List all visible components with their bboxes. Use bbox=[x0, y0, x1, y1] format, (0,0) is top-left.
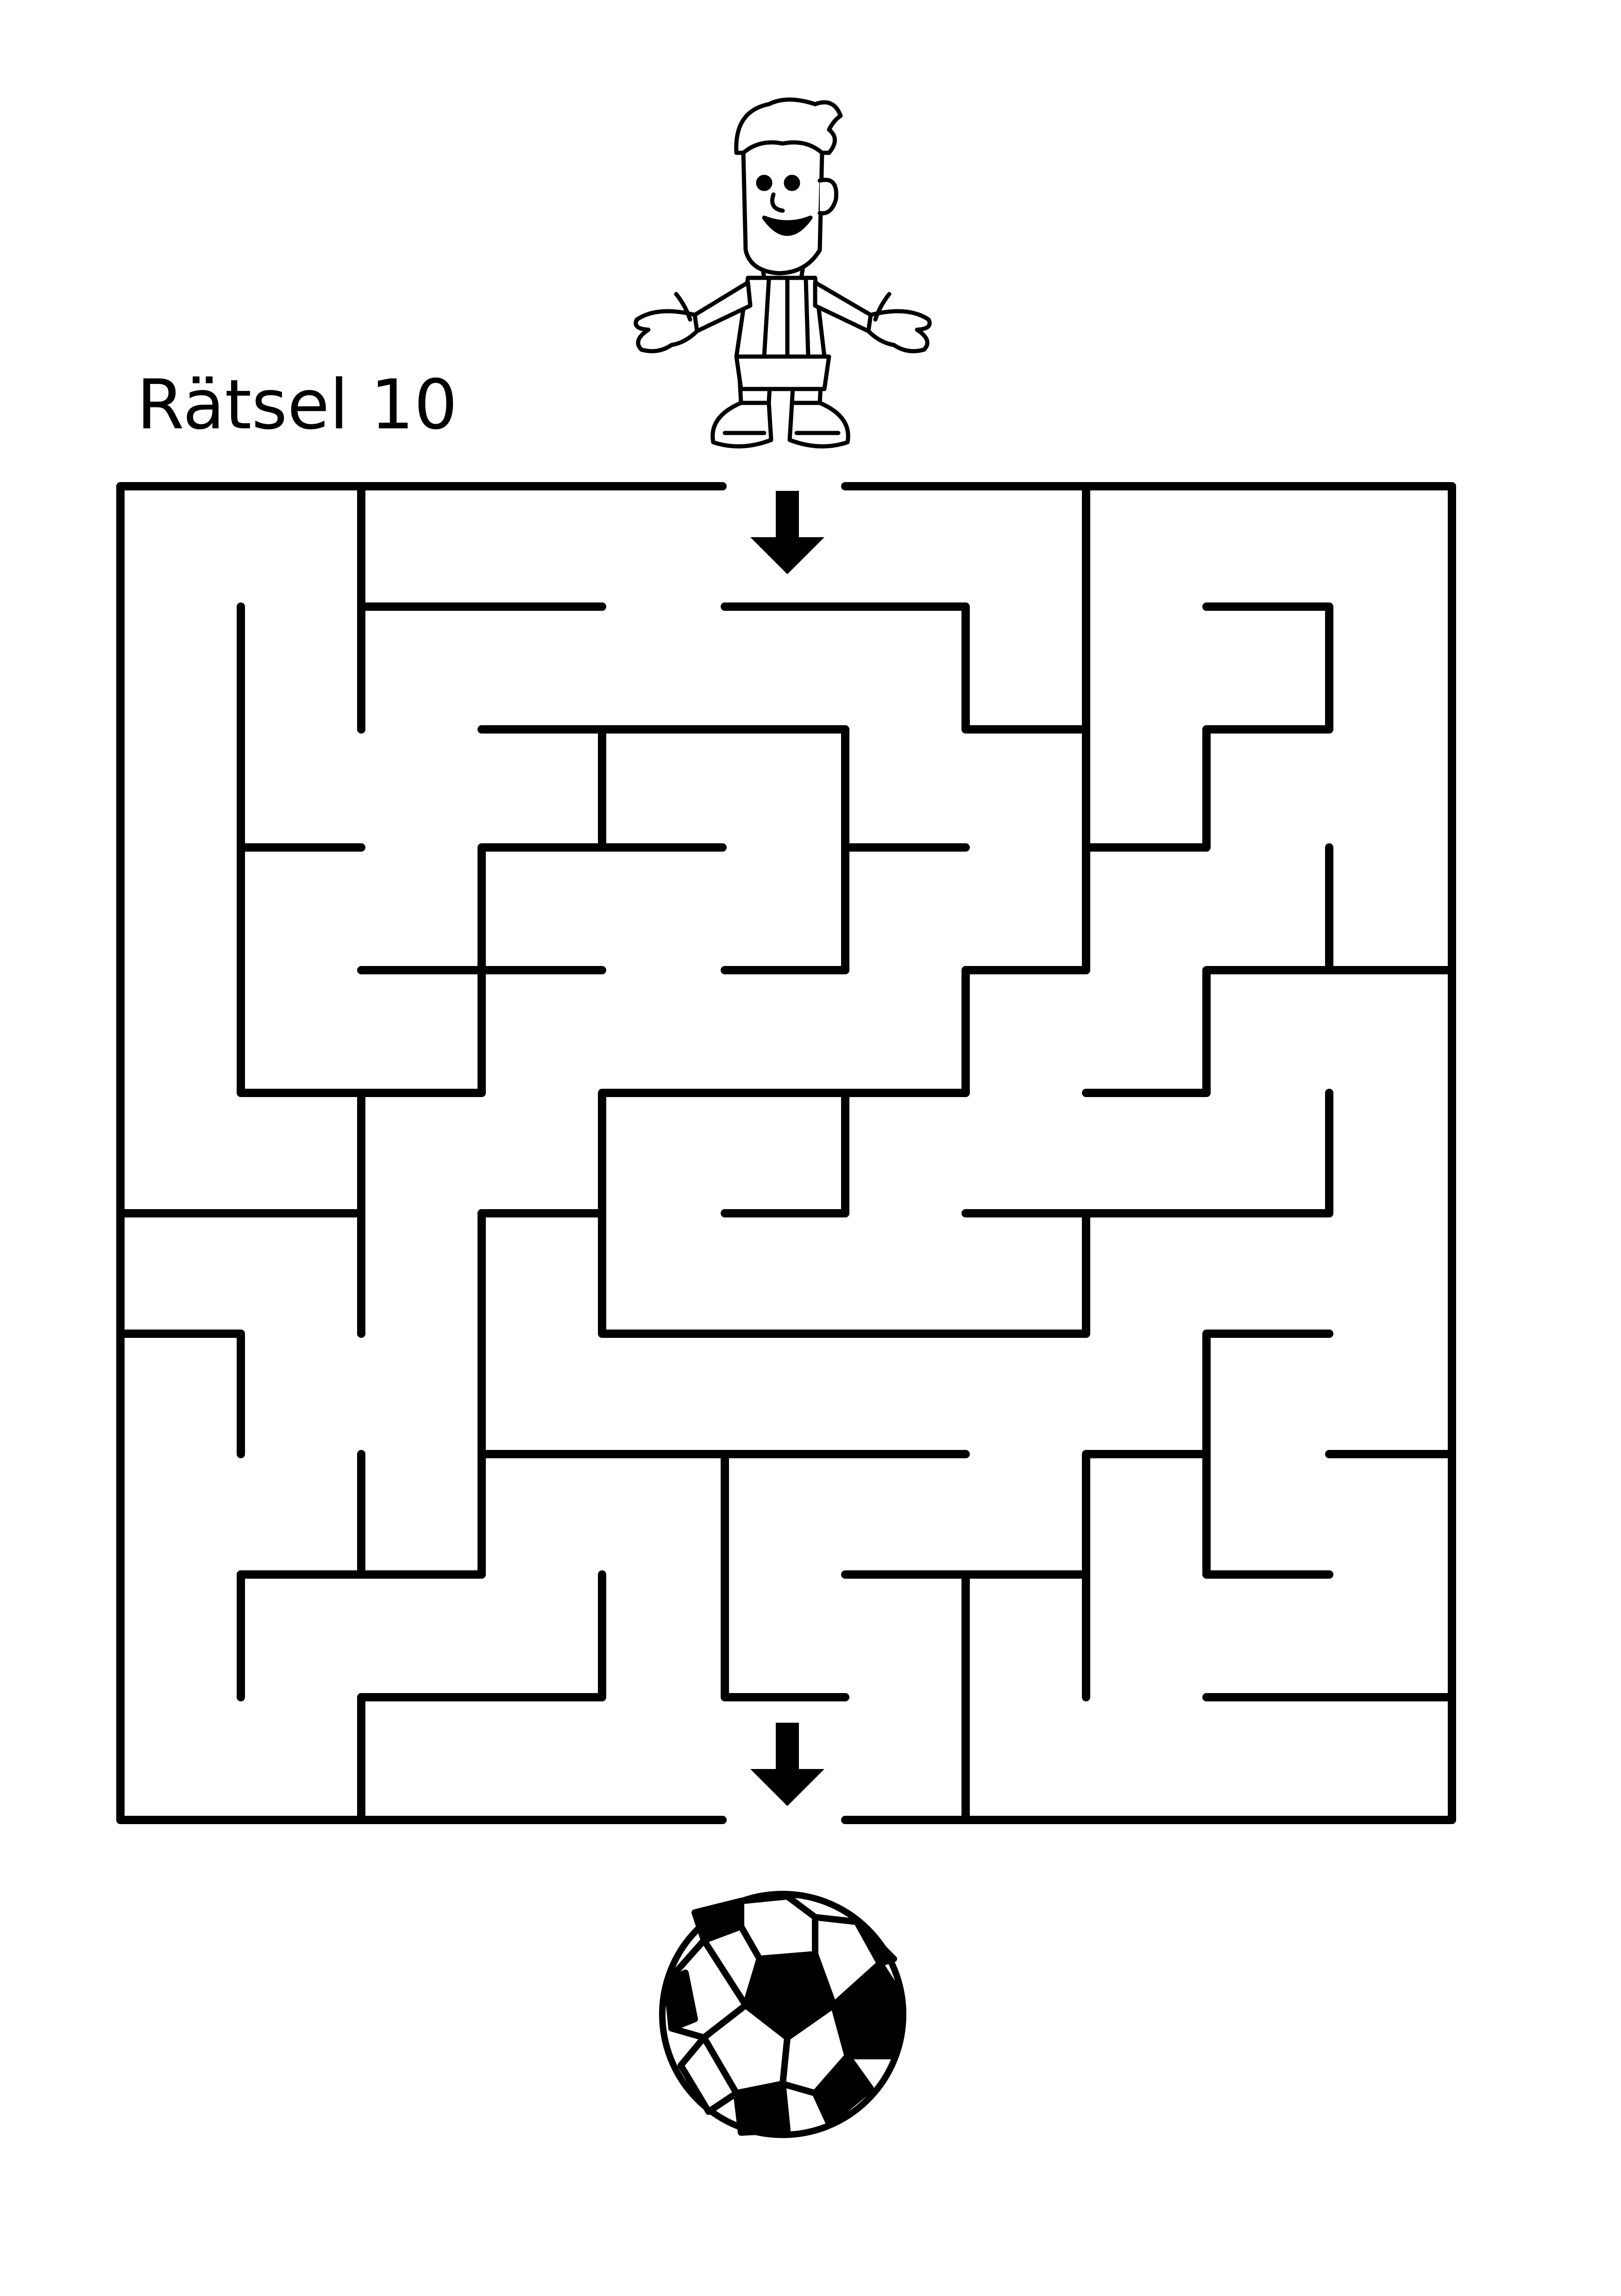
puzzle-title: Rätsel 10 bbox=[137, 365, 458, 445]
soccer-player-icon bbox=[634, 97, 932, 449]
arrow-down-icon bbox=[750, 1723, 824, 1806]
maze bbox=[116, 482, 1456, 1824]
soccer-ball-icon bbox=[659, 1891, 906, 2138]
arrow-down-icon bbox=[750, 491, 824, 574]
